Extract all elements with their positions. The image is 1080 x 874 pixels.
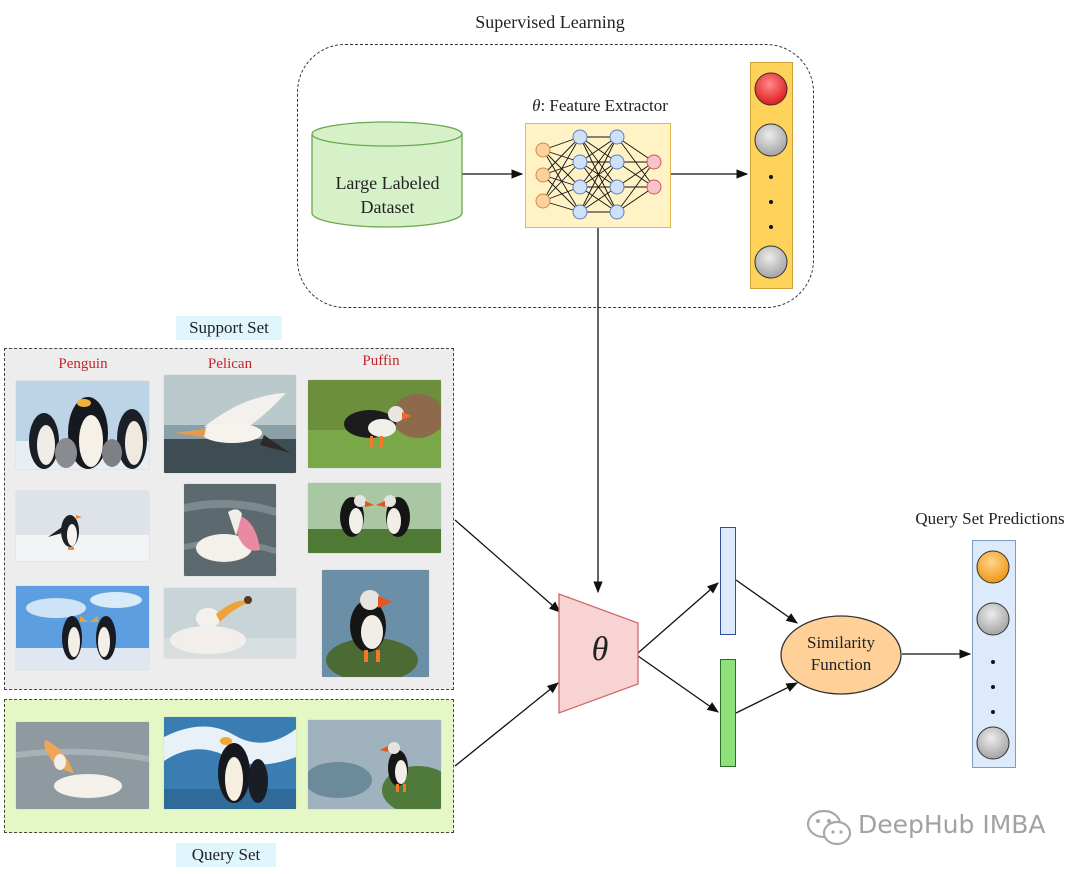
dataset-label-line1: Large Labeled [335,173,440,193]
query-photo-puffin [308,720,441,809]
theta-model-shape [558,593,639,714]
query-set-label: Query Set [176,843,276,867]
similarity-function-shape [780,615,902,695]
inactive-node [754,245,788,279]
feature-extractor-title: θ: Feature Extractor [505,96,695,116]
network-node [646,154,662,170]
network-node [572,204,588,220]
watermark-text: DeepHub IMBA [858,810,1046,839]
network-node [572,179,588,195]
arrow-support-to-theta [454,519,561,613]
support-photo-puffin-1 [308,380,441,468]
inactive-node [976,726,1010,760]
active-node-orange [976,550,1010,584]
inactive-node [754,123,788,157]
query-prediction-nodes [976,550,1010,760]
dataset-label: Large Labeled Dataset [311,171,464,219]
support-photo-penguin-2 [16,491,149,561]
support-photo-penguin-1 [16,381,149,469]
inactive-node [976,602,1010,636]
network-node [646,179,662,195]
theta-model-symbol: θ [591,631,609,668]
query-set-predictions-title: Query Set Predictions [915,509,1065,528]
similarity-line2: Function [810,655,872,674]
query-embedding [720,659,736,767]
similarity-function-label: Similarity Function [779,632,903,676]
theta-symbol: θ [532,96,541,115]
support-photo-pelican-3 [164,588,296,658]
network-edge [579,136,618,188]
network-node [535,142,551,158]
class-label-puffin: Puffin [362,353,400,369]
support-photo-pelican-1 [164,375,296,473]
network-edge [579,136,618,213]
supervised-learning-group [297,44,814,308]
similarity-line1: Similarity [807,633,875,652]
dataset-label-line2: Dataset [360,197,415,217]
network-edge [542,174,581,213]
arrow-query-embedding-to-similarity [735,682,799,714]
feature-extractor-label: : Feature Extractor [540,96,668,115]
arrow-query-to-theta [454,682,559,767]
support-photo-puffin-2 [308,483,441,553]
supervised-learning-title: Supervised Learning [475,12,625,32]
arrow-theta-to-query-embedding [637,655,719,713]
query-photo-pelican [16,722,149,809]
network-node [535,193,551,209]
training-output-nodes [754,72,788,279]
class-label-pelican: Pelican [207,356,253,372]
network-node [609,204,625,220]
wechat-logo-icon [806,809,852,846]
support-photo-penguin-3 [16,586,149,670]
arrow-theta-to-support-embedding [637,582,719,654]
network-edge [542,136,581,176]
support-photo-puffin-3 [322,570,429,677]
support-photo-pelican-2 [184,484,276,576]
neural-network-icon [535,129,662,220]
support-set-label: Support Set [176,316,282,340]
network-node [609,154,625,170]
network-edge [542,161,581,202]
network-node [572,129,588,145]
network-edge [579,161,618,213]
cylinder-database-icon [311,121,463,228]
network-node [535,167,551,183]
active-node-red [754,72,788,106]
support-embedding [720,527,736,635]
network-node [609,129,625,145]
class-label-penguin: Penguin [58,356,108,372]
network-edge [616,161,655,213]
network-node [572,154,588,170]
arrow-support-embedding-to-similarity [735,579,798,624]
query-photo-penguin [164,717,296,809]
network-node [609,179,625,195]
network-edge [542,136,581,202]
